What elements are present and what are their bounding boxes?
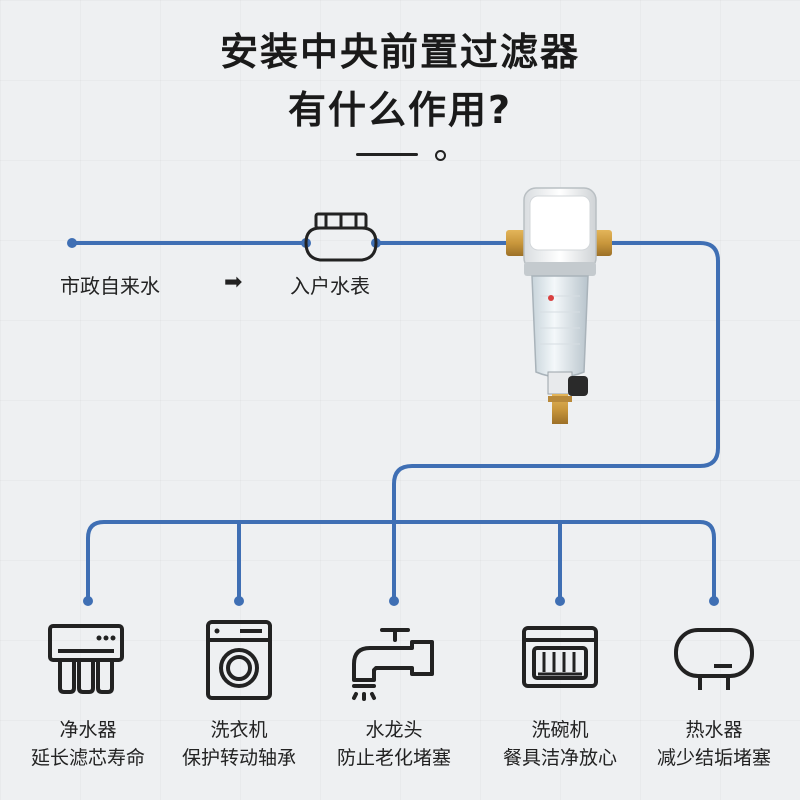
appliance-name: 水龙头 [365, 719, 423, 741]
pre-filter-illustration [506, 187, 612, 424]
decorative-underline [356, 153, 418, 156]
appliance-washer: 洗衣机 保护转动轴承 [159, 716, 319, 772]
appliance-name: 净水器 [59, 719, 117, 741]
appliance-name: 洗碗机 [531, 719, 589, 741]
meter-label: 入户水表 [290, 274, 370, 298]
decorative-dot [435, 150, 446, 161]
source-label: 市政自来水 [60, 274, 160, 298]
appliance-benefit: 防止老化堵塞 [336, 747, 451, 769]
water-meter-icon [304, 212, 378, 262]
appliance-benefit: 餐具洁净放心 [502, 747, 617, 769]
page-title-line2: 有什么作用? [287, 88, 513, 132]
appliance-benefit: 保护转动轴承 [181, 747, 296, 769]
dishwasher-icon [522, 626, 598, 688]
page-title-line1: 安装中央前置过滤器 [219, 30, 580, 74]
water-purifier-icon [48, 624, 124, 694]
appliance-name: 热水器 [685, 719, 743, 741]
supply-pipe [70, 241, 720, 602]
appliance-faucet: 水龙头 防止老化堵塞 [314, 716, 474, 772]
washing-machine-icon [206, 620, 272, 700]
appliance-heater: 热水器 减少结垢堵塞 [634, 716, 794, 772]
appliance-name: 洗衣机 [210, 719, 268, 741]
appliance-benefit: 减少结垢堵塞 [656, 747, 771, 769]
flow-arrow-icon: ➡ [224, 270, 243, 295]
faucet-icon [352, 628, 434, 701]
water-heater-icon [674, 628, 754, 690]
appliance-purifier: 净水器 延长滤芯寿命 [8, 716, 168, 772]
appliance-dishwasher: 洗碗机 餐具洁净放心 [480, 716, 640, 772]
appliance-benefit: 延长滤芯寿命 [30, 747, 145, 769]
